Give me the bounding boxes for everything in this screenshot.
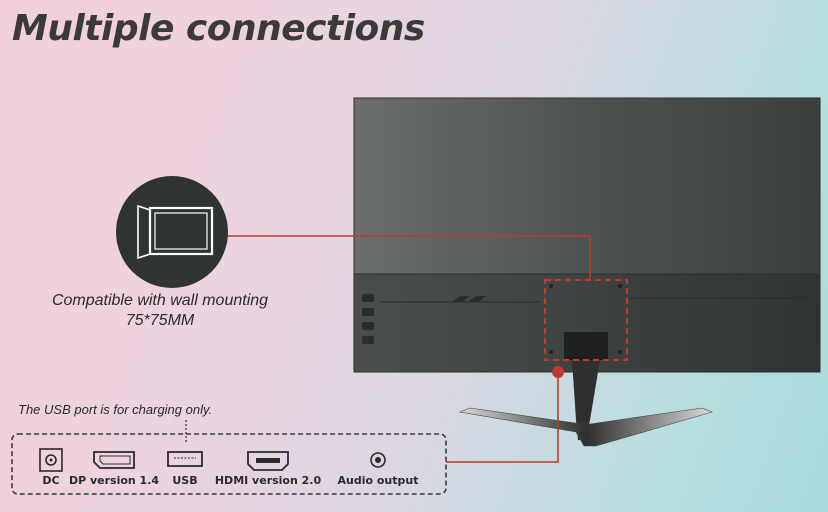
monitor-buttons xyxy=(362,294,374,344)
port-label-audio: Audio output xyxy=(337,474,419,487)
port-label-dc: DC xyxy=(42,474,60,487)
wall-mount-icon xyxy=(116,176,228,288)
wall-mount-caption-line2: 75*75MM xyxy=(125,312,195,329)
hdmi-port-icon xyxy=(247,451,289,471)
mount-callout-line xyxy=(222,235,591,280)
displayport-icon xyxy=(93,451,135,469)
wall-mount-caption: Compatible with wall mounting 75*75MM xyxy=(30,291,290,331)
ports-callout-line xyxy=(446,372,559,463)
page-title: Multiple connections xyxy=(12,8,425,49)
audio-jack-icon xyxy=(370,452,386,468)
ports-panel xyxy=(11,433,447,495)
monitor-stand xyxy=(458,360,713,447)
dc-port-icon xyxy=(39,448,63,472)
port-label-dp: DP version 1.4 xyxy=(68,474,160,487)
port-label-hdmi: HDMI version 2.0 xyxy=(214,474,322,487)
usb-note: The USB port is for charging only. xyxy=(18,402,213,417)
usb-port-icon xyxy=(167,451,203,467)
vesa-highlight-box xyxy=(544,279,628,361)
wall-mount-caption-line1: Compatible with wall mounting xyxy=(51,292,269,309)
port-label-usb: USB xyxy=(172,474,198,487)
monitor-back xyxy=(353,97,821,373)
